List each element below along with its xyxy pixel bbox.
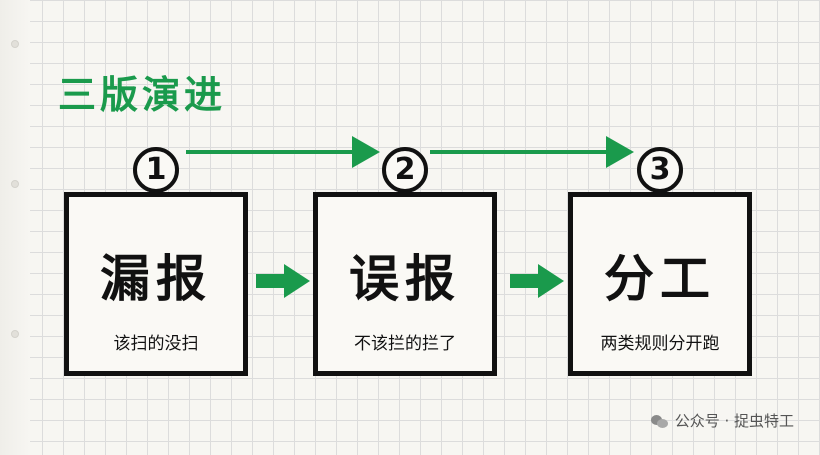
- binding-hole: [11, 180, 19, 188]
- step-card-3: 分工 两类规则分开跑: [568, 192, 752, 376]
- step-card-2: 误报 不该拦的拦了: [313, 192, 497, 376]
- watermark-text: 公众号 · 捉虫特工: [674, 412, 794, 430]
- wechat-icon: [650, 414, 669, 428]
- watermark: 公众号 · 捉虫特工: [650, 410, 794, 431]
- diagram-title: 三版演进: [58, 73, 227, 117]
- step-sub-label: 不该拦的拦了: [354, 334, 456, 354]
- binding-hole: [11, 330, 19, 338]
- step-main-label: 分工: [604, 250, 716, 308]
- step-main-label: 漏报: [100, 250, 212, 308]
- mid-arrow-2-3: [510, 264, 564, 298]
- notebook-binding: [0, 0, 30, 455]
- step-number-badge: 1: [133, 147, 179, 193]
- step-sub-label: 两类规则分开跑: [600, 334, 720, 354]
- step-number-badge: 3: [637, 147, 683, 193]
- step-card-1: 漏报 该扫的没扫: [64, 192, 248, 376]
- step-sub-label: 该扫的没扫: [113, 334, 199, 354]
- binding-hole: [11, 40, 19, 48]
- step-main-label: 误报: [349, 250, 461, 308]
- step-number-badge: 2: [382, 147, 428, 193]
- mid-arrow-1-2: [256, 264, 310, 298]
